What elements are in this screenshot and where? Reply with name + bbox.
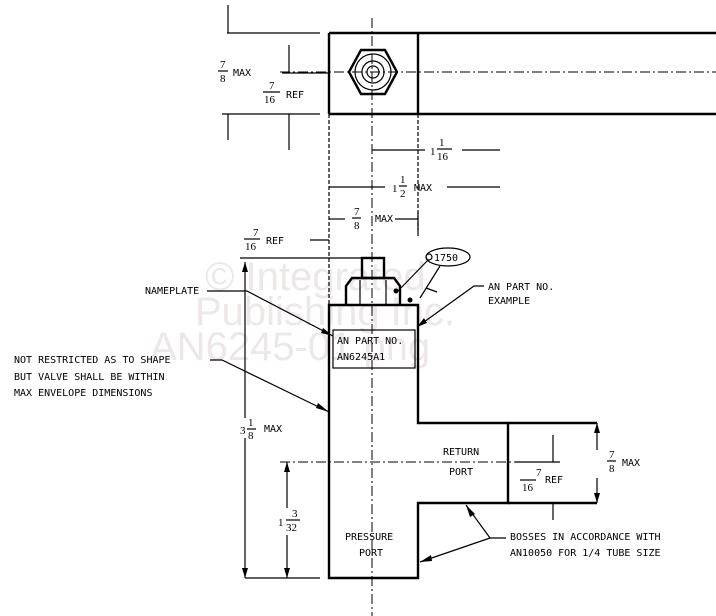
svg-text:7: 7 xyxy=(609,449,615,461)
svg-text:2: 2 xyxy=(400,188,406,200)
dim-boss-height: 7 8 MAX xyxy=(607,449,640,475)
svg-text:PRESSURE: PRESSURE xyxy=(345,532,393,543)
svg-text:7: 7 xyxy=(354,206,360,218)
svg-text:8: 8 xyxy=(354,220,360,232)
svg-text:MAX: MAX xyxy=(264,424,282,435)
svg-text:8: 8 xyxy=(248,430,254,442)
svg-text:REF: REF xyxy=(266,236,284,247)
svg-text:3: 3 xyxy=(240,425,246,437)
svg-text:REF: REF xyxy=(545,475,563,486)
dim-body-width: 7 8 MAX xyxy=(352,206,393,232)
svg-text:MAX ENVELOPE DIMENSIONS: MAX ENVELOPE DIMENSIONS xyxy=(14,388,152,399)
an-part-example-note: AN PART NO. EXAMPLE xyxy=(416,282,554,328)
svg-text:3: 3 xyxy=(292,508,298,520)
pressure-port-label: PRESSURE PORT xyxy=(345,532,393,559)
svg-text:7: 7 xyxy=(253,227,259,239)
svg-text:8: 8 xyxy=(609,463,615,475)
dim-width-max: 1 1 2 MAX xyxy=(392,174,432,200)
dim-side-ref: 7 16 REF xyxy=(244,227,284,253)
bosses-note: BOSSES IN ACCORDANCE WITH AN10050 FOR 1/… xyxy=(419,504,661,563)
svg-text:7: 7 xyxy=(269,80,275,92)
dim-top-height: 7 8 MAX xyxy=(218,59,251,85)
svg-text:PORT: PORT xyxy=(449,467,473,478)
svg-text:1: 1 xyxy=(430,146,436,158)
boss-dimensions xyxy=(515,423,600,520)
svg-text:8: 8 xyxy=(220,73,226,85)
svg-text:PORT: PORT xyxy=(359,548,383,559)
svg-text:1: 1 xyxy=(278,517,284,529)
svg-text:MAX: MAX xyxy=(622,458,640,469)
dim-overall-height: 3 1 8 MAX xyxy=(240,417,282,442)
svg-text:BOSSES IN ACCORDANCE WITH: BOSSES IN ACCORDANCE WITH xyxy=(510,532,661,543)
callout-1750: 1750 xyxy=(397,247,471,299)
svg-text:MAX: MAX xyxy=(375,214,393,225)
arrowhead xyxy=(321,328,333,336)
nameplate-text: AN PART NO. xyxy=(337,336,403,347)
nameplate-part-number: AN6245A1 xyxy=(337,352,385,363)
nameplate-leader xyxy=(207,290,334,337)
svg-text:MAX: MAX xyxy=(233,68,251,79)
dim-boss-ref: 7 16 REF xyxy=(520,467,563,494)
svg-text:16: 16 xyxy=(264,94,276,106)
svg-text:32: 32 xyxy=(286,522,297,534)
svg-text:AN PART NO.: AN PART NO. xyxy=(488,282,554,293)
top-view xyxy=(327,31,716,116)
not-restricted-note: NOT RESTRICTED AS TO SHAPE BUT VALVE SHA… xyxy=(14,355,330,413)
watermark-line: AN6245-01.png xyxy=(150,325,430,369)
dim-center-to-side: 1 1 16 xyxy=(430,137,452,163)
svg-text:MAX: MAX xyxy=(414,183,432,194)
svg-text:1: 1 xyxy=(392,183,398,195)
svg-text:AN10050 FOR 1/4 TUBE SIZE: AN10050 FOR 1/4 TUBE SIZE xyxy=(510,548,661,559)
svg-text:1: 1 xyxy=(400,174,406,186)
svg-text:1: 1 xyxy=(248,417,254,429)
svg-text:16: 16 xyxy=(245,241,257,253)
svg-text:7: 7 xyxy=(220,59,226,71)
nameplate-label: NAMEPLATE xyxy=(145,286,199,297)
dim-top-ref: 7 16 REF xyxy=(263,80,304,106)
top-dimensions xyxy=(222,5,500,305)
hex-nut-icon xyxy=(347,48,399,96)
svg-text:REF: REF xyxy=(286,90,304,101)
svg-text:16: 16 xyxy=(437,151,449,163)
watermark-line: Publishing Inc. xyxy=(195,290,455,334)
svg-text:EXAMPLE: EXAMPLE xyxy=(488,296,530,307)
dim-port-height: 1 3 32 xyxy=(278,508,300,534)
svg-text:1: 1 xyxy=(439,137,445,149)
svg-text:NOT RESTRICTED AS TO SHAPE: NOT RESTRICTED AS TO SHAPE xyxy=(14,355,171,366)
left-dimensions xyxy=(242,262,320,579)
svg-text:16: 16 xyxy=(522,482,534,494)
svg-text:1750: 1750 xyxy=(434,253,458,264)
nameplate-box xyxy=(332,329,416,369)
watermark: © Integrated Publishing Inc. AN6245-01.p… xyxy=(150,255,455,369)
svg-text:BUT VALVE SHALL BE WITHIN: BUT VALVE SHALL BE WITHIN xyxy=(14,372,165,383)
svg-text:RETURN: RETURN xyxy=(443,447,479,458)
return-port-label: RETURN PORT xyxy=(443,447,479,478)
svg-text:7: 7 xyxy=(536,467,542,479)
